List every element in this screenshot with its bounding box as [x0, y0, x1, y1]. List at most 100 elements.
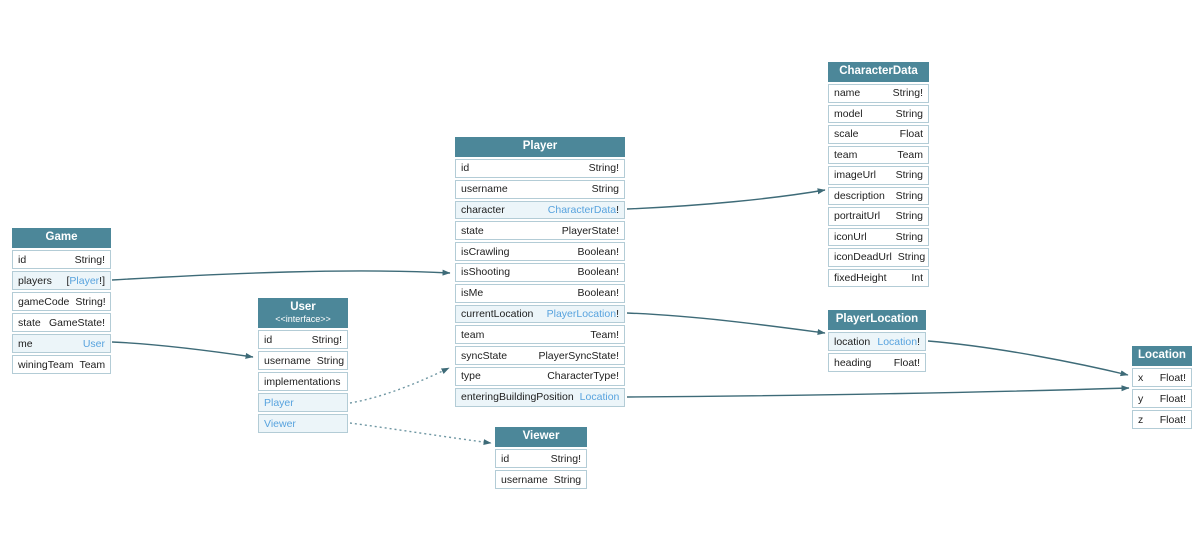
type-suffix: CharacterType! [547, 370, 619, 383]
field-row-fixedHeight[interactable]: fixedHeight Int [828, 268, 929, 287]
entity-title: Player [522, 140, 558, 153]
entity-header[interactable]: Viewer [495, 427, 587, 447]
field-type: Team [79, 359, 105, 371]
field-row-implementations[interactable]: implementations [258, 372, 348, 391]
field-row-state[interactable]: state PlayerState! [455, 221, 625, 241]
edge-user-implementation-viewer [349, 422, 492, 446]
field-type-link[interactable]: Player [264, 396, 294, 409]
field-type-link[interactable]: Viewer [264, 417, 296, 430]
field-name: team [834, 148, 858, 161]
field-row-Viewer[interactable]: Viewer [258, 414, 348, 433]
field-row-players[interactable]: players[Player!] [12, 271, 111, 290]
type-suffix: PlayerSyncState! [538, 349, 619, 362]
entity-header[interactable]: CharacterData [828, 62, 929, 82]
type-link[interactable]: User [82, 337, 105, 350]
field-type: String [592, 183, 619, 195]
field-type: String [896, 190, 923, 202]
field-name: fixedHeight [834, 271, 887, 284]
entity-header[interactable]: Game [12, 228, 111, 248]
field-type: User [83, 338, 105, 350]
field-type: Team [897, 149, 923, 161]
field-type: String [896, 108, 923, 120]
entity-header[interactable]: Location [1132, 346, 1192, 366]
field-type: Float! [1160, 393, 1186, 405]
type-suffix: ! [616, 203, 619, 216]
type-suffix: Team [897, 148, 923, 161]
field-name: model [834, 107, 863, 120]
field-name: state [461, 224, 484, 237]
field-row-id[interactable]: id String! [258, 330, 348, 349]
entity-header[interactable]: User<<interface>> [258, 298, 348, 328]
field-row-team[interactable]: team Team [828, 145, 929, 164]
edge-player-character-to-characterdata [626, 188, 826, 210]
edge-player-enteringbuildingposition-to-location [626, 385, 1130, 398]
field-name: iconUrl [834, 230, 867, 243]
entity-title: PlayerLocation [835, 313, 919, 326]
type-prefix: [ [66, 274, 70, 287]
field-type: String! [312, 334, 342, 346]
field-type: CharacterType! [547, 370, 619, 382]
type-link[interactable]: PlayerLocation [546, 307, 617, 320]
field-name: id [264, 333, 273, 346]
entity-header[interactable]: PlayerLocation [828, 310, 926, 330]
entity-title: CharacterData [839, 65, 918, 78]
type-suffix: String! [311, 333, 342, 346]
field-row-model[interactable]: model String [828, 104, 929, 123]
type-suffix: String [316, 354, 345, 367]
field-type: String! [551, 453, 581, 465]
field-type: String! [75, 296, 105, 308]
type-suffix: ! [616, 307, 619, 320]
field-type: PlayerState! [562, 225, 619, 237]
field-type: PlayerLocation! [547, 308, 619, 320]
field-name: username [461, 183, 508, 196]
type-link[interactable]: Player [69, 274, 100, 287]
type-link[interactable]: Location [579, 391, 620, 404]
field-name: imageUrl [834, 169, 877, 182]
type-link[interactable]: Location [877, 335, 918, 348]
field-type: GameState! [49, 317, 105, 329]
field-row-username[interactable]: username String [455, 179, 625, 199]
type-suffix: ! [917, 335, 920, 348]
field-name: team [461, 328, 485, 341]
field-type: Int [911, 272, 923, 284]
edge-playerlocation-location-to-location [927, 340, 1129, 377]
type-link[interactable]: CharacterData [547, 203, 617, 216]
type-suffix: Boolean! [577, 245, 619, 258]
field-row-Player[interactable]: Player [258, 393, 348, 412]
field-type: Float! [1160, 372, 1186, 384]
entity-header[interactable]: Player [455, 137, 625, 157]
field-type: String [896, 210, 923, 222]
type-suffix: String! [74, 253, 105, 266]
